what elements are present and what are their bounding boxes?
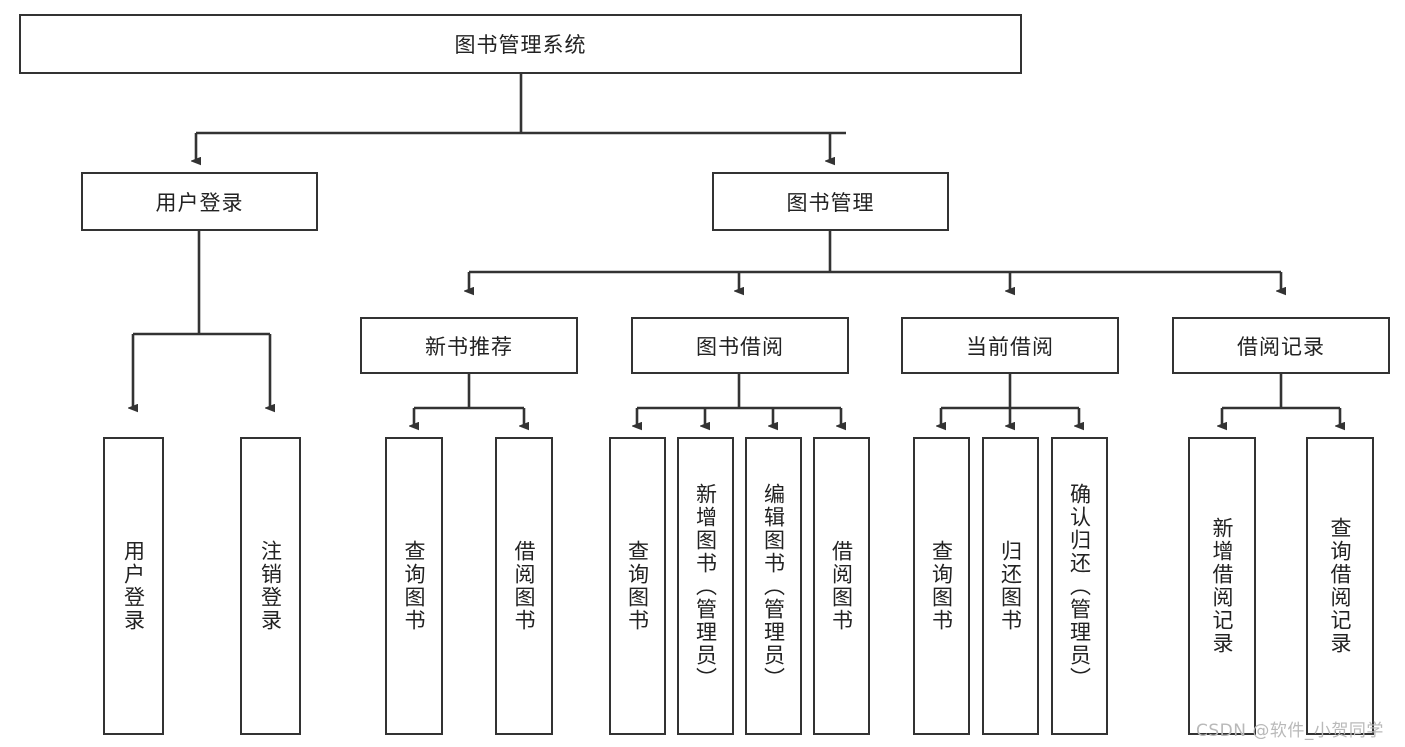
node-leaf-edit-book-admin[interactable]: 编辑图书（管理员） xyxy=(745,437,802,735)
node-leaf-borrow-book-recommend[interactable]: 借阅图书 xyxy=(495,437,553,735)
node-label: 新书推荐 xyxy=(425,334,513,359)
node-leaf-query-borrow-record[interactable]: 查询借阅记录 xyxy=(1306,437,1374,735)
node-label: 查询图书 xyxy=(929,540,954,632)
node-leaf-user-logout[interactable]: 注销登录 xyxy=(240,437,301,735)
node-leaf-return-book[interactable]: 归还图书 xyxy=(982,437,1039,735)
node-label: 新增借阅记录 xyxy=(1210,517,1235,655)
node-leaf-query-book-current[interactable]: 查询图书 xyxy=(913,437,970,735)
node-leaf-add-book-admin[interactable]: 新增图书（管理员） xyxy=(677,437,734,735)
node-label: 当前借阅 xyxy=(966,334,1054,359)
node-root-book-management-system[interactable]: 图书管理系统 xyxy=(19,14,1022,74)
node-label: 图书管理 xyxy=(786,190,875,215)
node-label: 借阅记录 xyxy=(1237,334,1325,359)
node-current-borrowing[interactable]: 当前借阅 xyxy=(901,317,1119,374)
csdn-watermark: CSDN @软件_小贺同学 xyxy=(1196,721,1384,741)
node-book-borrowing[interactable]: 图书借阅 xyxy=(631,317,849,374)
node-label: 用户登录 xyxy=(121,540,146,632)
node-book-management[interactable]: 图书管理 xyxy=(712,172,949,231)
node-label: 查询借阅记录 xyxy=(1328,517,1353,655)
node-label: 用户登录 xyxy=(155,190,244,215)
node-label: 图书借阅 xyxy=(696,334,784,359)
node-leaf-confirm-return-admin[interactable]: 确认归还（管理员） xyxy=(1051,437,1108,735)
node-label: 编辑图书（管理员） xyxy=(761,482,786,690)
node-user-login[interactable]: 用户登录 xyxy=(81,172,318,231)
node-label: 注销登录 xyxy=(258,540,283,632)
node-leaf-query-book-recommend[interactable]: 查询图书 xyxy=(385,437,443,735)
node-label: 借阅图书 xyxy=(512,540,537,632)
node-label: 确认归还（管理员） xyxy=(1067,482,1092,690)
node-new-book-recommendation[interactable]: 新书推荐 xyxy=(360,317,578,374)
node-borrowing-records[interactable]: 借阅记录 xyxy=(1172,317,1390,374)
node-leaf-user-login[interactable]: 用户登录 xyxy=(103,437,164,735)
node-label: 新增图书（管理员） xyxy=(693,482,718,690)
node-label: 归还图书 xyxy=(998,540,1023,632)
node-label: 借阅图书 xyxy=(829,540,854,632)
node-label: 查询图书 xyxy=(625,540,650,632)
node-label: 图书管理系统 xyxy=(454,33,587,57)
node-label: 查询图书 xyxy=(402,540,427,632)
node-leaf-borrow-book[interactable]: 借阅图书 xyxy=(813,437,870,735)
node-leaf-add-borrow-record[interactable]: 新增借阅记录 xyxy=(1188,437,1256,735)
node-leaf-query-book-borrow[interactable]: 查询图书 xyxy=(609,437,666,735)
